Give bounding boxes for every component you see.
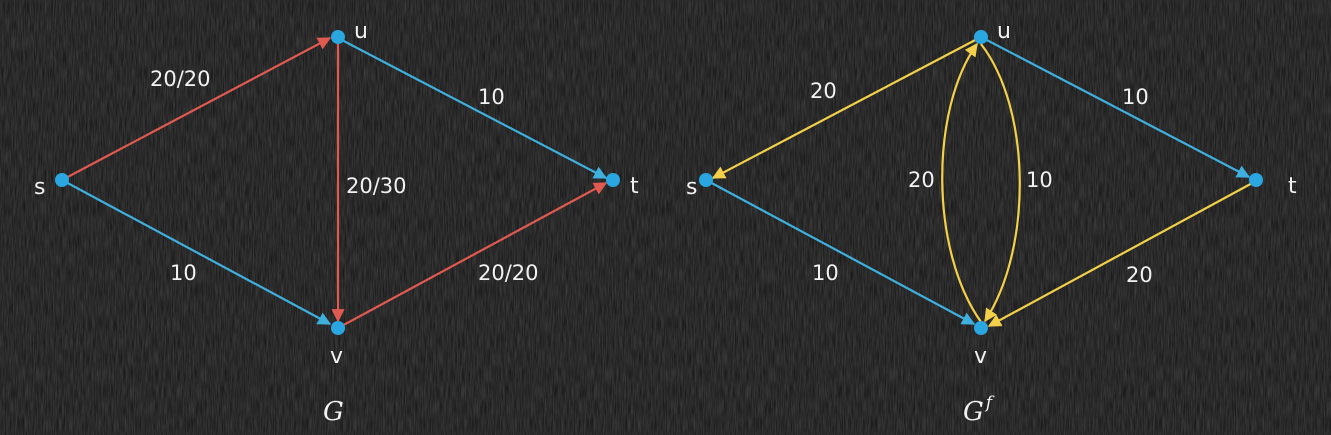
node-gf-v-label: v (974, 344, 987, 369)
edge-g-s-u-label: 20/20 (150, 67, 211, 91)
node-g-v (331, 321, 345, 335)
edge-g-s-v-label: 10 (170, 261, 197, 285)
node-g-s (55, 173, 69, 187)
graph-g: s u v t 20/20 20/30 10 10 20/20 G (34, 19, 639, 427)
node-g-v-label: v (330, 344, 343, 369)
edge-gf-v-u (941, 42, 982, 323)
node-gf-u (974, 30, 988, 44)
edge-gf-s-v (705, 179, 976, 325)
graph-gf-title-superscript: f (984, 393, 995, 413)
node-gf-u-label: u (997, 19, 1011, 44)
edge-gf-u-v (980, 43, 1021, 323)
edge-gf-u-s (711, 36, 982, 179)
edge-g-u-t (337, 37, 608, 179)
node-g-u-label: u (354, 19, 368, 44)
edge-g-u-v-label: 20/30 (346, 174, 407, 198)
edge-gf-v-u-label: 20 (908, 168, 935, 192)
edge-g-v-t (337, 182, 608, 329)
graph-gf-title-base: G (963, 397, 984, 427)
edge-gf-u-v-label: 10 (1026, 168, 1053, 192)
node-gf-t (1249, 173, 1263, 187)
node-g-t (606, 173, 620, 187)
edge-gf-u-t (980, 36, 1251, 178)
edge-gf-t-v-label: 20 (1126, 263, 1153, 287)
node-gf-s-label: s (686, 175, 697, 200)
edge-g-s-v (61, 179, 332, 325)
node-g-s-label: s (34, 175, 45, 200)
node-gf-t-label: t (1288, 174, 1297, 199)
node-gf-s (699, 173, 713, 187)
edge-g-v-t-label: 20/20 (478, 261, 539, 285)
node-gf-v (974, 321, 988, 335)
node-g-u (331, 30, 345, 44)
graph-g-title: G (323, 397, 344, 427)
edge-gf-u-s-label: 20 (810, 79, 837, 103)
edge-g-s-u (61, 37, 332, 181)
edge-gf-u-t-label: 10 (1122, 85, 1149, 109)
edge-g-u-t-label: 10 (478, 85, 505, 109)
edge-gf-t-v (987, 180, 1257, 327)
node-g-t-label: t (630, 174, 639, 199)
edge-gf-s-v-label: 10 (812, 261, 839, 285)
